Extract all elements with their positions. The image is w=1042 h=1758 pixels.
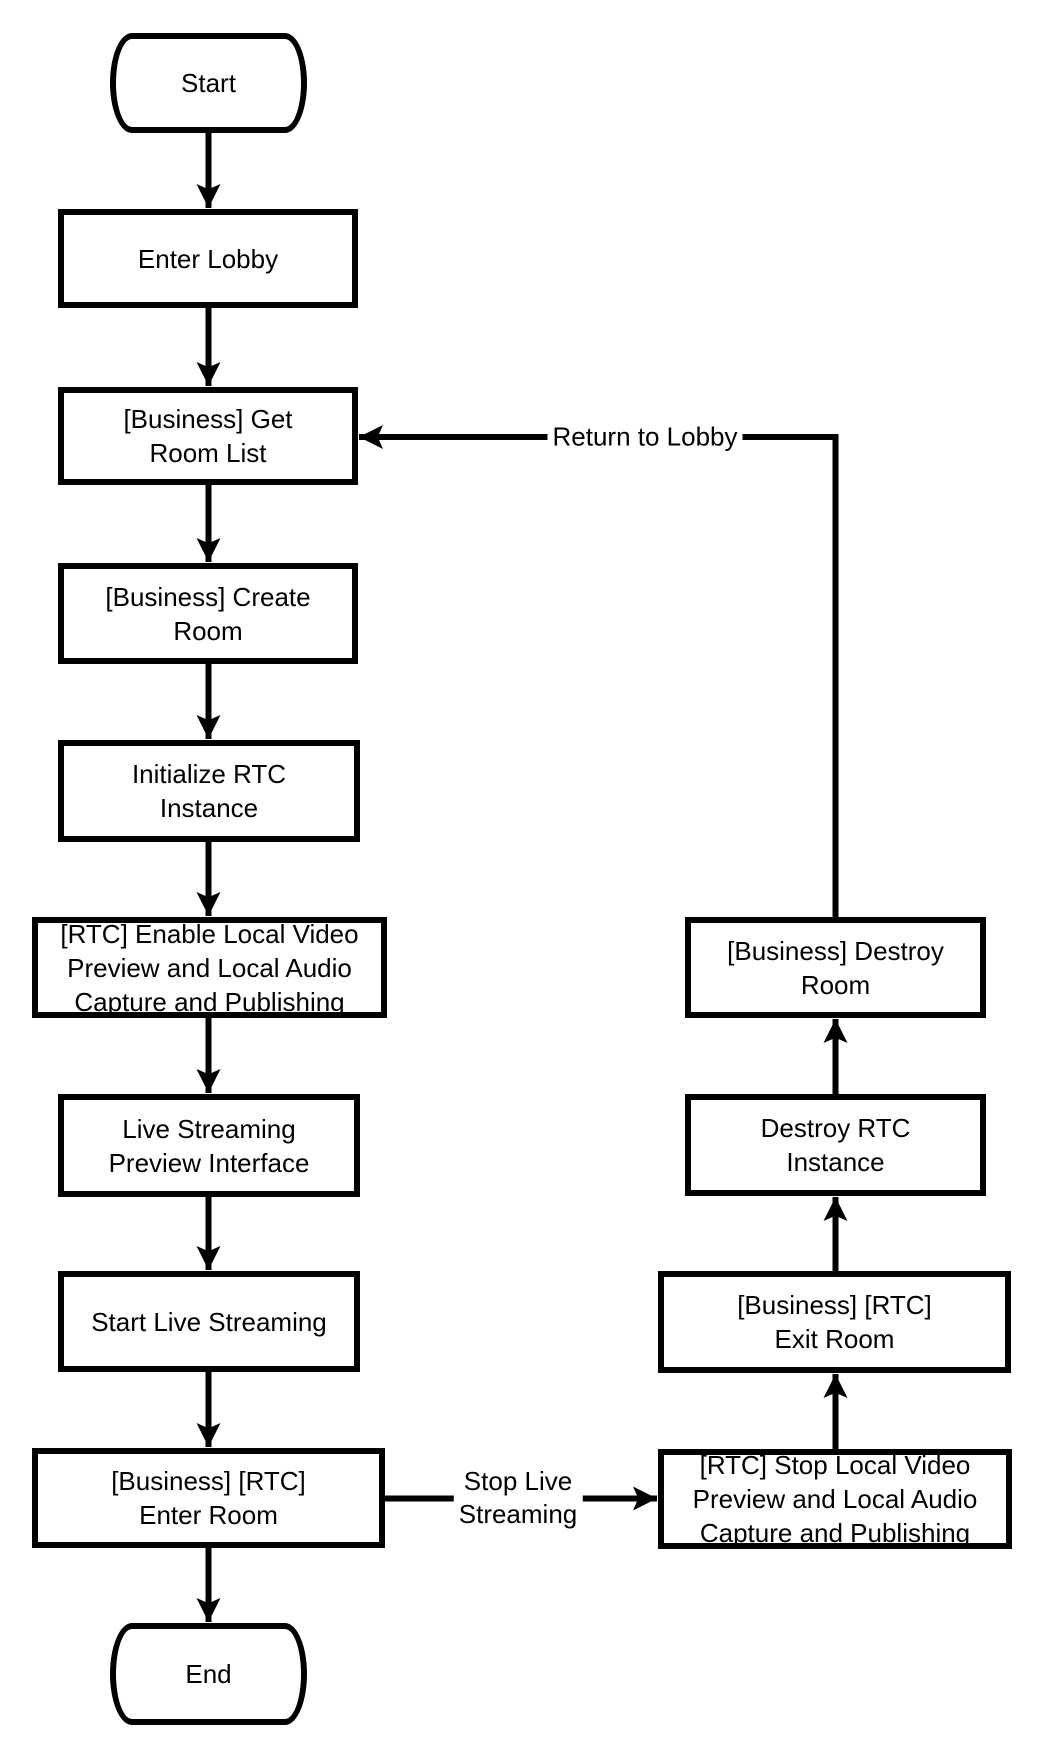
node-destroy-rtc-instance: Destroy RTC Instance	[685, 1094, 986, 1196]
node-end: End	[110, 1623, 307, 1725]
node-enter-lobby: Enter Lobby	[58, 209, 358, 308]
connector-destroy-room-to-get-room-list	[359, 425, 839, 917]
node-start-live-streaming: Start Live Streaming	[58, 1271, 360, 1372]
node-create-room: [Business] Create Room	[58, 563, 358, 664]
node-exit-room: [Business] [RTC] Exit Room	[658, 1271, 1011, 1373]
node-enter-room: [Business] [RTC] Enter Room	[32, 1448, 385, 1548]
node-enable-local-preview-capture: [RTC] Enable Local Video Preview and Loc…	[32, 917, 387, 1018]
node-get-room-list: [Business] Get Room List	[58, 387, 358, 485]
edge-label-return-to-lobby: Return to Lobby	[547, 420, 743, 454]
node-live-streaming-preview-interface: Live Streaming Preview Interface	[58, 1094, 360, 1197]
node-destroy-room: [Business] Destroy Room	[685, 917, 986, 1018]
node-stop-local-preview-capture: [RTC] Stop Local Video Preview and Local…	[658, 1449, 1012, 1549]
node-start: Start	[110, 33, 307, 133]
node-initialize-rtc-instance: Initialize RTC Instance	[58, 740, 360, 842]
edge-label-stop-live-streaming: Stop Live Streaming	[453, 1465, 583, 1531]
